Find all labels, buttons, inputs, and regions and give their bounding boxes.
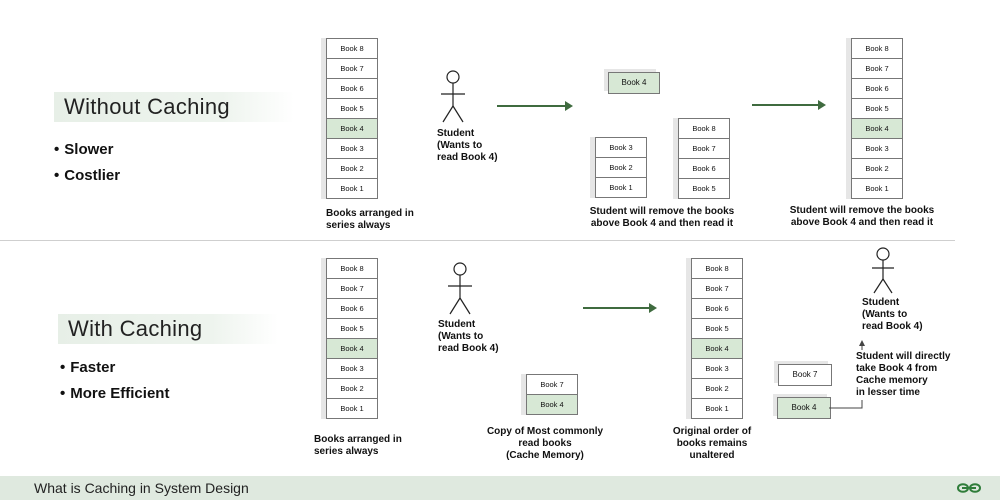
book-item: Book 5	[326, 319, 378, 339]
with-caching-heading: With Caching	[58, 314, 278, 344]
book-item: Book 6	[851, 79, 903, 99]
book-item: Book 4	[691, 339, 743, 359]
book-item: Book 7	[851, 59, 903, 79]
book-7-item: Book 7	[778, 364, 832, 386]
student-figure-icon	[441, 70, 465, 123]
book-item: Book 7	[691, 279, 743, 299]
book-item: Book 2	[326, 379, 378, 399]
logo-icon	[956, 483, 982, 493]
remove-label: Student will remove the books above Book…	[589, 206, 735, 229]
with-caching-bullets: Faster More Efficient	[60, 355, 169, 407]
book-item: Book 6	[678, 159, 730, 179]
bullet-item: Costlier	[54, 163, 120, 189]
student-figure-icon	[872, 247, 894, 294]
book-item: Book 6	[326, 79, 378, 99]
book-item: Book 6	[326, 299, 378, 319]
book-4-item: Book 4	[608, 72, 660, 94]
book-item: Book 2	[851, 159, 903, 179]
book-item: Book 8	[851, 38, 903, 59]
book-item: Book 7	[326, 59, 378, 79]
book-item: Book 1	[595, 178, 647, 198]
connector-line	[829, 340, 865, 409]
book-item: Book 1	[326, 399, 378, 419]
section-divider	[0, 240, 955, 241]
without-caching-heading: Without Caching	[54, 92, 294, 122]
book-item: Book 3	[326, 359, 378, 379]
book-item: Book 1	[851, 179, 903, 199]
book-item: Book 3	[595, 137, 647, 158]
book-item: Book 2	[691, 379, 743, 399]
book-item: Book 3	[691, 359, 743, 379]
book-item: Book 5	[851, 99, 903, 119]
book-item: Book 4	[526, 395, 578, 415]
arrow-right-icon	[752, 100, 826, 110]
book-item: Book 4	[326, 119, 378, 139]
book-item: Book 3	[326, 139, 378, 159]
footer-title: What is Caching in System Design	[34, 480, 249, 496]
book-item: Book 1	[326, 179, 378, 199]
book-item: Book 8	[691, 258, 743, 279]
original-order-label: Original order of books remains unaltere…	[672, 426, 752, 461]
arranged-label: Books arranged in series always	[326, 208, 414, 231]
bullet-item: Faster	[60, 355, 169, 381]
footer-bar: What is Caching in System Design	[0, 476, 1000, 500]
book-item: Book 8	[678, 118, 730, 139]
direct-access-label: Student will directly take Book 4 from C…	[856, 351, 951, 398]
book-item: Book 7	[526, 374, 578, 395]
student-label: Student (Wants to read Book 4)	[862, 297, 923, 332]
without-caching-bullets: Slower Costlier	[54, 137, 120, 189]
bullet-item: Slower	[54, 137, 120, 163]
book-item: Book 8	[326, 258, 378, 279]
book-item: Book 5	[326, 99, 378, 119]
book-item: Book 7	[326, 279, 378, 299]
arrow-right-icon	[497, 101, 573, 111]
book-item: Book 4	[851, 119, 903, 139]
student-label: Student (Wants to read Book 4)	[438, 319, 499, 354]
book-item: Book 5	[691, 319, 743, 339]
arranged-label: Books arranged in series always	[314, 434, 402, 457]
book-item: Book 2	[595, 158, 647, 178]
student-figure-icon	[448, 262, 472, 315]
book-item: Book 7	[678, 139, 730, 159]
book-4-item: Book 4	[777, 397, 831, 419]
book-item: Book 6	[691, 299, 743, 319]
arrow-right-icon	[583, 303, 657, 313]
book-item: Book 2	[326, 159, 378, 179]
remove-label: Student will remove the books above Book…	[789, 205, 935, 228]
book-item: Book 4	[326, 339, 378, 359]
student-label: Student (Wants to read Book 4)	[437, 128, 498, 163]
book-item: Book 5	[678, 179, 730, 199]
bullet-item: More Efficient	[60, 381, 169, 407]
cache-memory-label: Copy of Most commonly read books (Cache …	[486, 426, 604, 461]
book-item: Book 8	[326, 38, 378, 59]
book-item: Book 1	[691, 399, 743, 419]
book-item: Book 3	[851, 139, 903, 159]
